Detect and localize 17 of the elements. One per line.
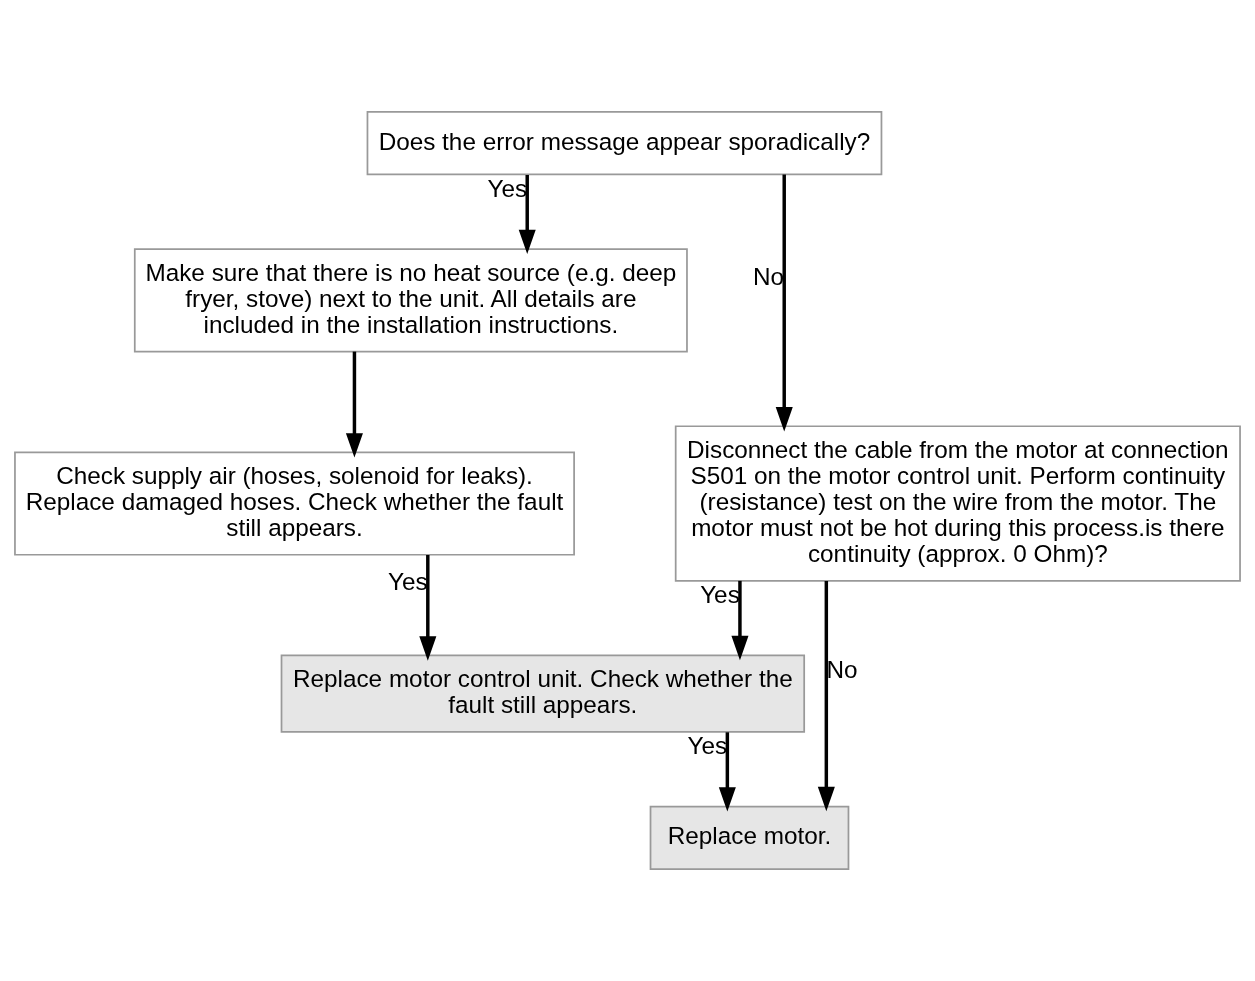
arrow xyxy=(775,174,793,432)
node-box: Disconnect the cable from the motor at connection S501 on the motor control unit. Perform continuity (resistance) test on the wire from the motor. The motor must not be hot during this process.is there continuity (approx. 0 Ohm)? xyxy=(674,425,1241,582)
arrow xyxy=(419,555,437,661)
node-box: Make sure that there is no heat source (e.g. deep fryer, stove) next to the unit. All details are included in the installation instructions. xyxy=(133,248,688,353)
arrow xyxy=(718,732,736,812)
node-box: Replace motor. xyxy=(649,805,850,870)
edge-label: No xyxy=(826,656,858,684)
node-box: Check supply air (hoses, solenoid for leaks). Replace damaged hoses. Check whether the fault still appears. xyxy=(14,451,575,556)
edge-label: Yes xyxy=(487,174,528,202)
arrow xyxy=(518,175,536,255)
edge-label: No xyxy=(753,263,785,291)
node-box: Does the error message appear sporadically? xyxy=(366,111,883,176)
edge-label: Yes xyxy=(687,732,728,760)
arrow xyxy=(731,580,749,661)
arrow xyxy=(817,581,835,812)
arrow xyxy=(345,351,363,458)
node-box: Replace motor control unit. Check whether the fault still appears. xyxy=(280,654,806,733)
